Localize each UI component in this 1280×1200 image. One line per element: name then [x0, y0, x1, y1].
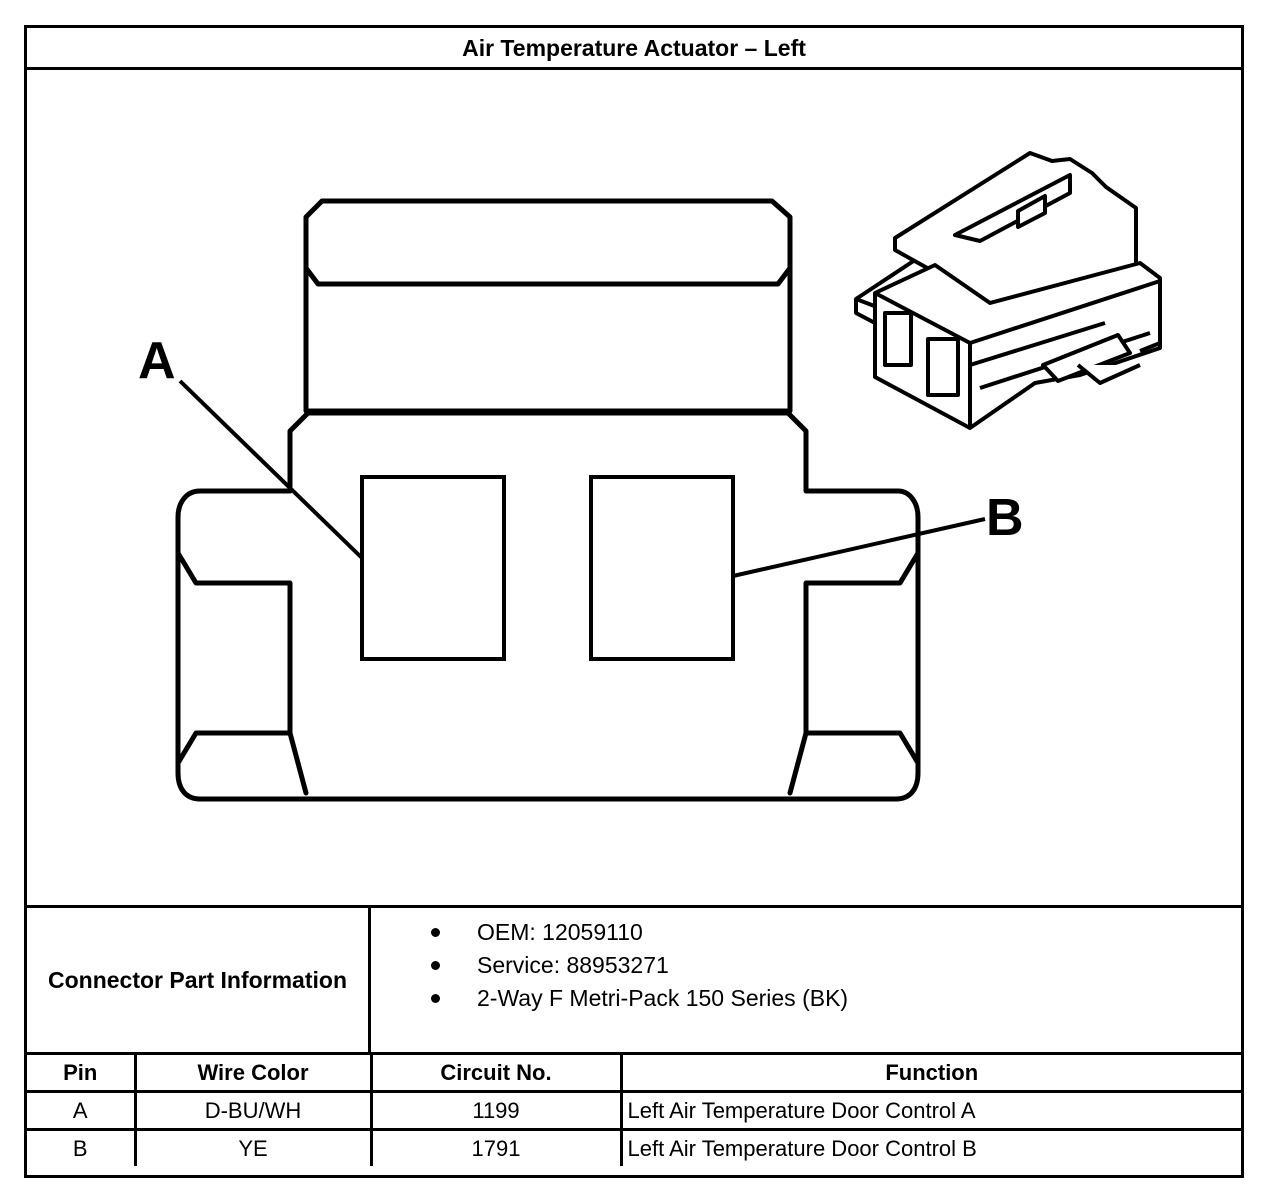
connector-figure: A B	[27, 70, 1241, 905]
left-divider	[287, 730, 309, 796]
list-item: OEM: 12059110	[371, 916, 1241, 949]
header-function: Function	[619, 1055, 1241, 1093]
cell-wire-color: YE	[133, 1128, 373, 1166]
connector-info-label: Connector Part Information	[27, 908, 371, 1052]
cell-function: Left Air Temperature Door Control A	[619, 1090, 1241, 1131]
leader-line-a	[178, 379, 364, 560]
cell-pin: B	[27, 1128, 137, 1166]
callout-b: B	[986, 489, 1024, 547]
oem-part-number: OEM: 12059110	[477, 919, 643, 945]
left-flange-line	[175, 550, 293, 766]
page-title: Air Temperature Actuator – Left	[27, 28, 1241, 70]
cell-function: Left Air Temperature Door Control B	[619, 1128, 1241, 1166]
connector-series: 2-Way F Metri-Pack 150 Series (BK)	[477, 985, 849, 1011]
list-item: Service: 88953271	[371, 949, 1241, 982]
cell-pin: A	[27, 1090, 137, 1131]
right-divider	[787, 730, 809, 796]
cavity-b	[589, 475, 735, 661]
header-wire-color: Wire Color	[133, 1055, 373, 1093]
connector-sheet: Air Temperature Actuator – Left	[24, 25, 1244, 1178]
table-header-row: Pin Wire Color Circuit No. Function	[27, 1055, 1241, 1093]
latch-inner-line	[303, 265, 793, 287]
cell-circuit: 1791	[369, 1128, 623, 1166]
bullet-icon	[431, 994, 440, 1003]
table-row: A D-BU/WH 1199 Left Air Temperature Door…	[27, 1090, 1241, 1131]
callout-a: A	[138, 332, 176, 390]
latch-outline	[303, 198, 793, 414]
table-row: B YE 1791 Left Air Temperature Door Cont…	[27, 1128, 1241, 1166]
cavity-a	[360, 475, 506, 661]
service-part-number: Service: 88953271	[477, 952, 669, 978]
pin-table: Pin Wire Color Circuit No. Function A D-…	[27, 1055, 1241, 1166]
connector-info-list: OEM: 12059110 Service: 88953271 2-Way F …	[371, 908, 1241, 1052]
connector-iso-illustration	[854, 151, 1162, 430]
header-circuit-no: Circuit No.	[369, 1055, 623, 1093]
connector-face-diagram: A B	[138, 151, 1162, 802]
connector-body-outline	[175, 410, 921, 802]
leader-line-b	[732, 517, 986, 578]
list-item: 2-Way F Metri-Pack 150 Series (BK)	[371, 982, 1241, 1015]
cell-wire-color: D-BU/WH	[133, 1090, 373, 1131]
right-flange-line	[803, 550, 921, 766]
connector-part-info: Connector Part Information OEM: 12059110…	[27, 905, 1241, 1055]
bullet-icon	[431, 961, 440, 970]
bullet-icon	[431, 928, 440, 937]
cell-circuit: 1199	[369, 1090, 623, 1131]
header-pin: Pin	[27, 1055, 137, 1093]
